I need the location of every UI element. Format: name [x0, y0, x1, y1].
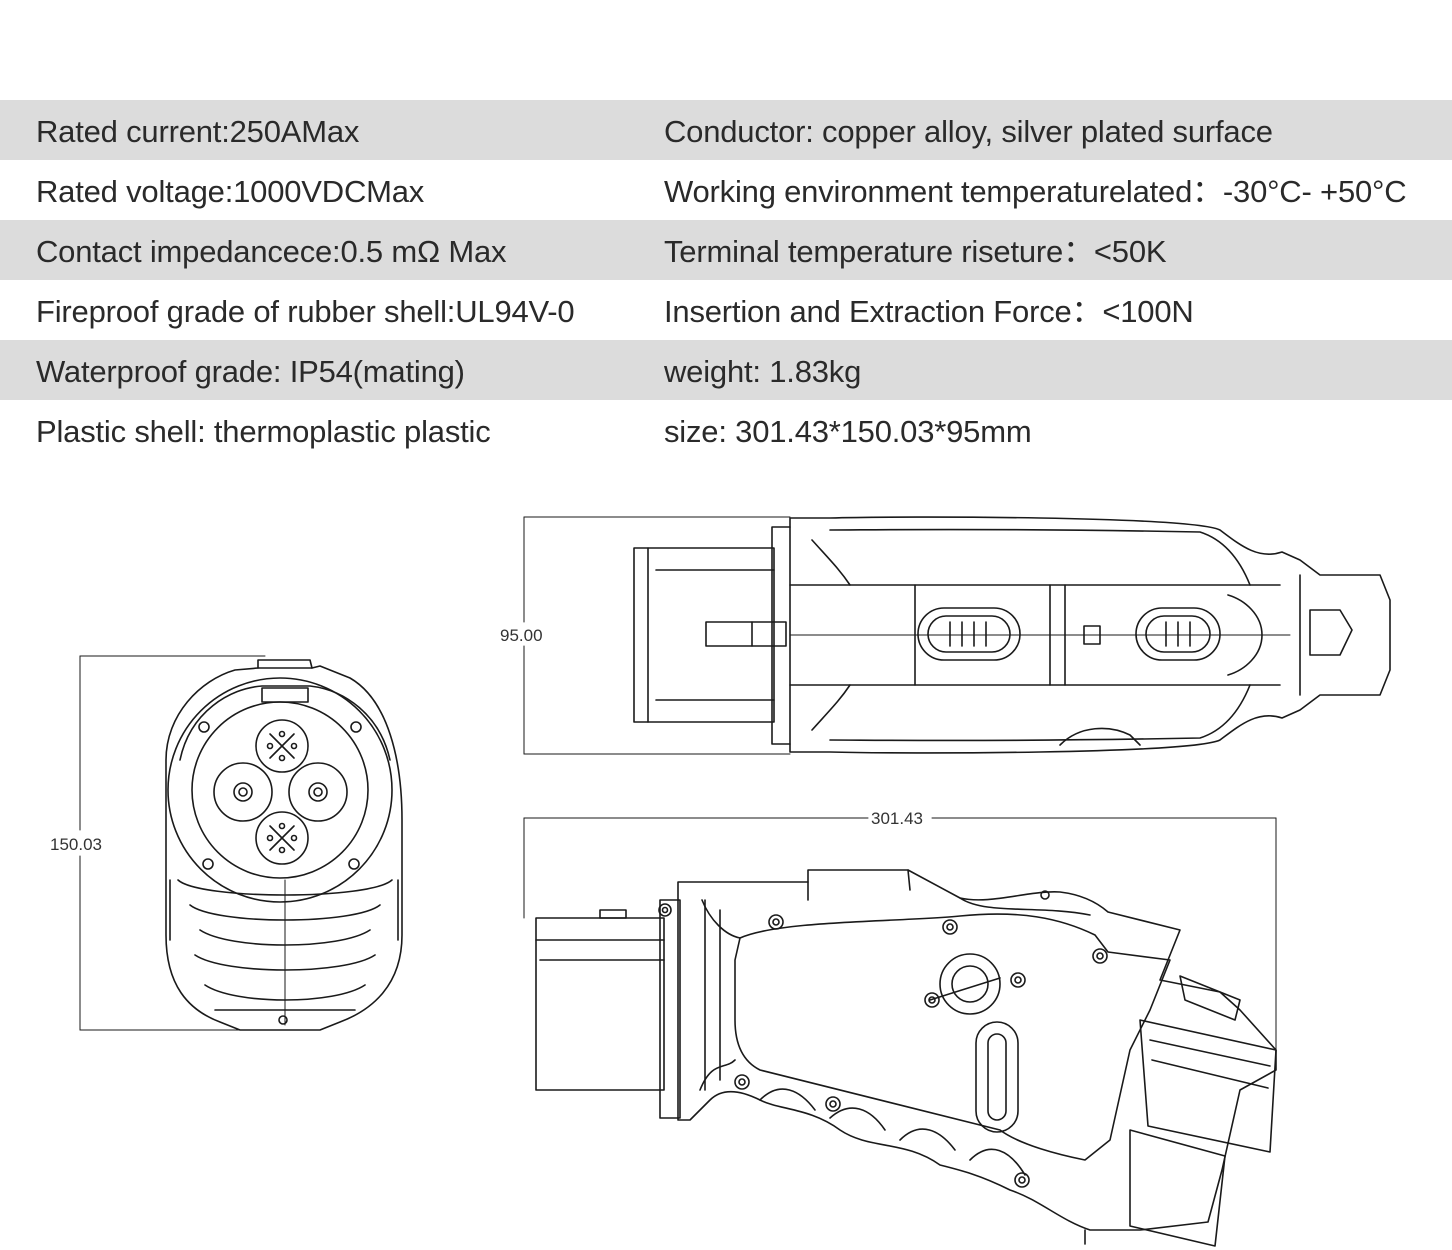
- front-power-pin-right: [288, 762, 348, 822]
- front-pin-core: [238, 787, 248, 797]
- side-length-label: 301.43: [871, 809, 923, 828]
- spec-row: Plastic shell: thermoplastic plastic siz…: [0, 400, 1452, 460]
- front-signal-contact: [290, 834, 298, 842]
- side-latch-hub: [951, 965, 989, 1003]
- front-signal-contact: [278, 822, 286, 830]
- top-view: 95.00: [500, 516, 1391, 755]
- front-dimension: [79, 655, 266, 1031]
- top-dimension: [523, 516, 791, 755]
- front-pin-core: [233, 782, 253, 802]
- front-screw: [348, 858, 360, 870]
- front-pin-core: [308, 782, 328, 802]
- spec-weight: weight: 1.83kg: [664, 354, 862, 389]
- side-nose-lines: [1149, 1039, 1271, 1089]
- front-signal-contact: [290, 742, 298, 750]
- spec-rated-voltage: Rated voltage:1000VDCMax: [36, 174, 425, 209]
- spec-row: Waterproof grade: IP54(mating) weight: 1…: [0, 340, 1452, 400]
- side-cable-sleeve: [535, 917, 665, 1091]
- spec-row: Rated voltage:1000VDCMax Working environ…: [0, 160, 1452, 220]
- top-release-button-left: [917, 607, 1021, 661]
- front-power-pin-left: [213, 762, 273, 822]
- side-grip-lines: [704, 899, 721, 1091]
- side-release-slot: [975, 1021, 1019, 1133]
- top-upper-contour: [829, 528, 1251, 586]
- top-body-panel: [789, 584, 1281, 686]
- side-dimension: [523, 817, 1277, 1051]
- side-plug-pin: [1129, 1129, 1226, 1247]
- top-sleeve-lines: [647, 547, 775, 723]
- side-view: 301.43: [523, 809, 1277, 1247]
- front-signal-cross: [269, 733, 295, 759]
- top-button-grip: [1165, 621, 1191, 647]
- side-nose-block: [1139, 1019, 1277, 1153]
- spec-table: Rated current:250AMax Conductor: copper …: [0, 100, 1452, 460]
- front-screw: [202, 858, 214, 870]
- spec-size: size: 301.43*150.03*95mm: [664, 414, 1032, 449]
- spec-row: Rated current:250AMax Conductor: copper …: [0, 100, 1452, 160]
- side-release-slot-inner: [987, 1033, 1007, 1121]
- front-outer-shell: [165, 665, 403, 1031]
- front-signal-cross: [269, 825, 295, 851]
- front-inner-rim: [179, 685, 391, 761]
- spec-row: Fireproof grade of rubber shell:UL94V-0 …: [0, 280, 1452, 340]
- top-nose-curve: [1227, 594, 1263, 676]
- top-nose-tip: [1309, 609, 1353, 656]
- top-cable-clamp: [705, 621, 787, 647]
- side-latch-disc: [939, 953, 1001, 1015]
- front-socket-ring: [191, 701, 369, 879]
- front-latch-window: [261, 687, 309, 703]
- top-height-label: 95.00: [500, 626, 543, 645]
- side-sleeve-lines: [535, 939, 665, 961]
- top-lock-pin: [1083, 625, 1101, 645]
- side-finger-grooves: [759, 1088, 1026, 1176]
- spec-temperature-rise: Terminal temperature riseture：<50K: [664, 234, 1167, 269]
- front-signal-contact: [278, 846, 286, 854]
- front-signal-pin-top: [255, 719, 309, 773]
- front-side-lines: [169, 879, 399, 941]
- side-joint-ring: [659, 899, 681, 1119]
- side-screws: [658, 890, 1108, 1188]
- front-socket-face: [167, 677, 393, 903]
- top-cable-sleeve: [633, 547, 775, 723]
- spec-row: Contact impedancece:0.5 mΩ Max Terminal …: [0, 220, 1452, 280]
- top-lower-contour: [829, 684, 1251, 742]
- front-screw-bottom: [278, 1015, 288, 1025]
- side-latch-arm: [929, 977, 1001, 1001]
- top-release-button-inner: [1145, 615, 1211, 653]
- spec-fireproof-grade: Fireproof grade of rubber shell:UL94V-0: [36, 294, 575, 329]
- front-pin-core: [313, 787, 323, 797]
- top-button-grip: [949, 621, 987, 647]
- front-signal-contact: [266, 834, 274, 842]
- side-outer-shell: [677, 869, 1277, 1231]
- side-nose-top: [1179, 975, 1241, 1021]
- front-screw: [350, 721, 362, 733]
- front-screw: [198, 721, 210, 733]
- spec-contact-impedance: Contact impedancece:0.5 mΩ Max: [36, 234, 507, 269]
- top-latch: [1059, 727, 1141, 746]
- front-signal-contact: [278, 754, 286, 762]
- top-main-body: [771, 516, 1391, 754]
- front-view: 150.03: [50, 655, 403, 1031]
- spec-conductor: Conductor: copper alloy, silver plated s…: [664, 114, 1273, 149]
- side-handle-inner: [734, 913, 1171, 1161]
- spec-insertion-force: Insertion and Extraction Force：<100N: [664, 294, 1194, 329]
- front-latch-top: [257, 659, 313, 669]
- top-release-button-inner: [927, 615, 1011, 653]
- front-height-label: 150.03: [50, 835, 102, 854]
- side-top-contour: [959, 897, 1091, 916]
- side-top-bump: [807, 869, 911, 901]
- front-signal-contact: [278, 730, 286, 738]
- spec-rated-current: Rated current:250AMax: [36, 114, 360, 149]
- spec-plastic-shell: Plastic shell: thermoplastic plastic: [36, 414, 491, 449]
- spec-waterproof-grade: Waterproof grade: IP54(mating): [36, 354, 465, 389]
- top-grip-curve: [811, 539, 851, 731]
- front-signal-pin-bottom: [255, 811, 309, 865]
- front-signal-contact: [266, 742, 274, 750]
- side-sleeve-tab: [599, 909, 627, 919]
- top-release-button-right: [1135, 607, 1221, 661]
- spec-working-temperature: Working environment temperaturelated：-30…: [664, 174, 1407, 209]
